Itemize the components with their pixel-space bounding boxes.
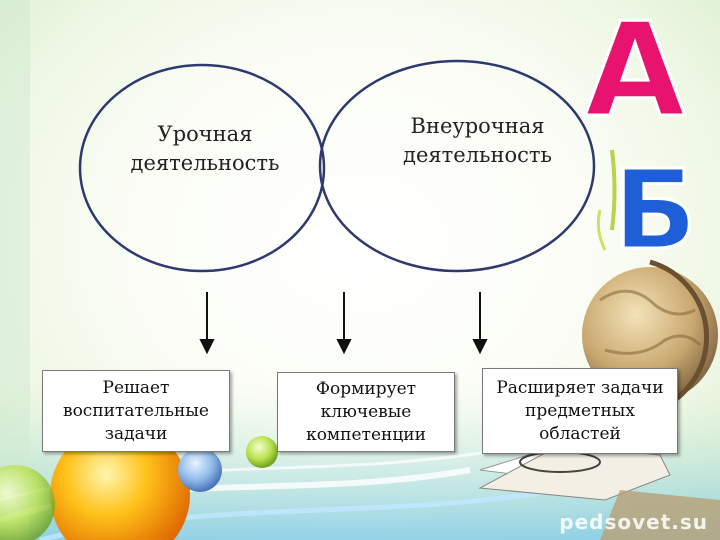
box-educational-tasks: Решает воспитательные задачи [42,370,230,452]
letter-a: А [585,0,686,146]
box-subject-areas: Расширяет задачи предметных областей [482,368,678,454]
box-key-competencies: Формирует ключевые компетенции [277,372,455,452]
right-circle [318,59,596,273]
watermark: pedsovet.su [559,510,708,534]
left-circle [78,63,326,273]
right-circle-label: Внеурочная деятельность [403,114,552,167]
letter-b: Б [613,146,697,274]
left-circle-label: Урочная деятельность [130,122,280,175]
